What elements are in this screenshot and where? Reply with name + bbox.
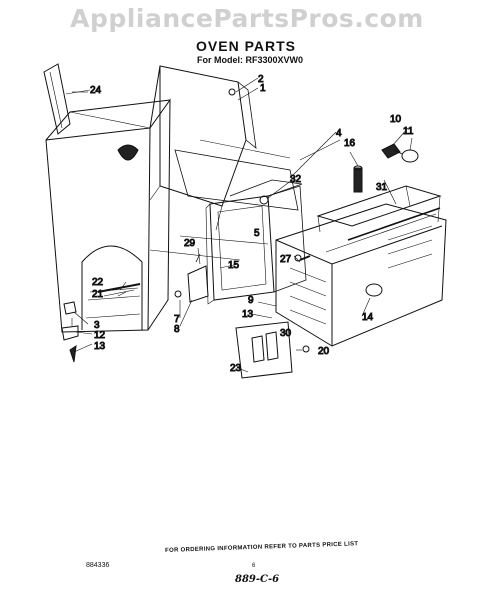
callout-22: 21 [92, 289, 104, 300]
document-number: 884336 [86, 562, 110, 569]
burner-part [97, 283, 141, 297]
callout-13: 13 [94, 341, 106, 352]
callout-12: 12 [94, 330, 106, 341]
callout-30: 30 [280, 328, 292, 339]
callout-1: 1 [260, 83, 266, 94]
vent-duct-part [43, 63, 88, 135]
screw-part [294, 254, 302, 262]
callout-19: 13 [242, 309, 254, 320]
callout-32: 32 [290, 174, 302, 185]
callout-10: 10 [390, 114, 402, 125]
callout-8: 8 [174, 324, 180, 335]
callout-23: 22 [92, 277, 104, 288]
model-line: For Model: RF3300XVW0 [197, 55, 304, 65]
page-number: 6 [252, 563, 256, 569]
hinge-part [61, 301, 79, 363]
page-title: OVEN PARTS [196, 38, 296, 54]
callout-14: 14 [362, 312, 374, 323]
callout-9: 9 [248, 295, 254, 306]
oven-cabinet-part [45, 65, 299, 333]
callout-11: 11 [403, 126, 414, 137]
handwritten-code: 889-C-6 [235, 574, 280, 585]
igniter-part [174, 253, 209, 303]
callout-labels: 2 1 4 16 10 11 31 32 24 5 29 15 27 22 21… [90, 74, 415, 375]
bracket-part [235, 321, 310, 379]
callout-15: 15 [228, 260, 240, 271]
callout-20: 20 [318, 346, 330, 357]
callout-3: 3 [94, 320, 100, 331]
screw-part [259, 195, 269, 205]
callout-16: 16 [344, 138, 356, 149]
pin-part [353, 165, 363, 193]
callout-7: 7 [174, 314, 180, 325]
callout-24: 24 [90, 85, 102, 96]
callout-2: 2 [258, 74, 264, 85]
oven-frame-part [205, 179, 307, 305]
oven-liner-part [275, 185, 447, 347]
callout-27: 27 [280, 254, 292, 265]
callout-4: 4 [336, 128, 342, 139]
callout-21: 23 [230, 363, 242, 374]
callout-5: 5 [254, 228, 260, 239]
callout-29: 29 [184, 238, 196, 249]
lamp-socket-part [381, 143, 419, 163]
screw-part [228, 88, 236, 96]
watermark: AppliancePartsPros.com [70, 4, 424, 33]
callout-31: 31 [376, 182, 388, 193]
leader-lines [65, 77, 413, 373]
